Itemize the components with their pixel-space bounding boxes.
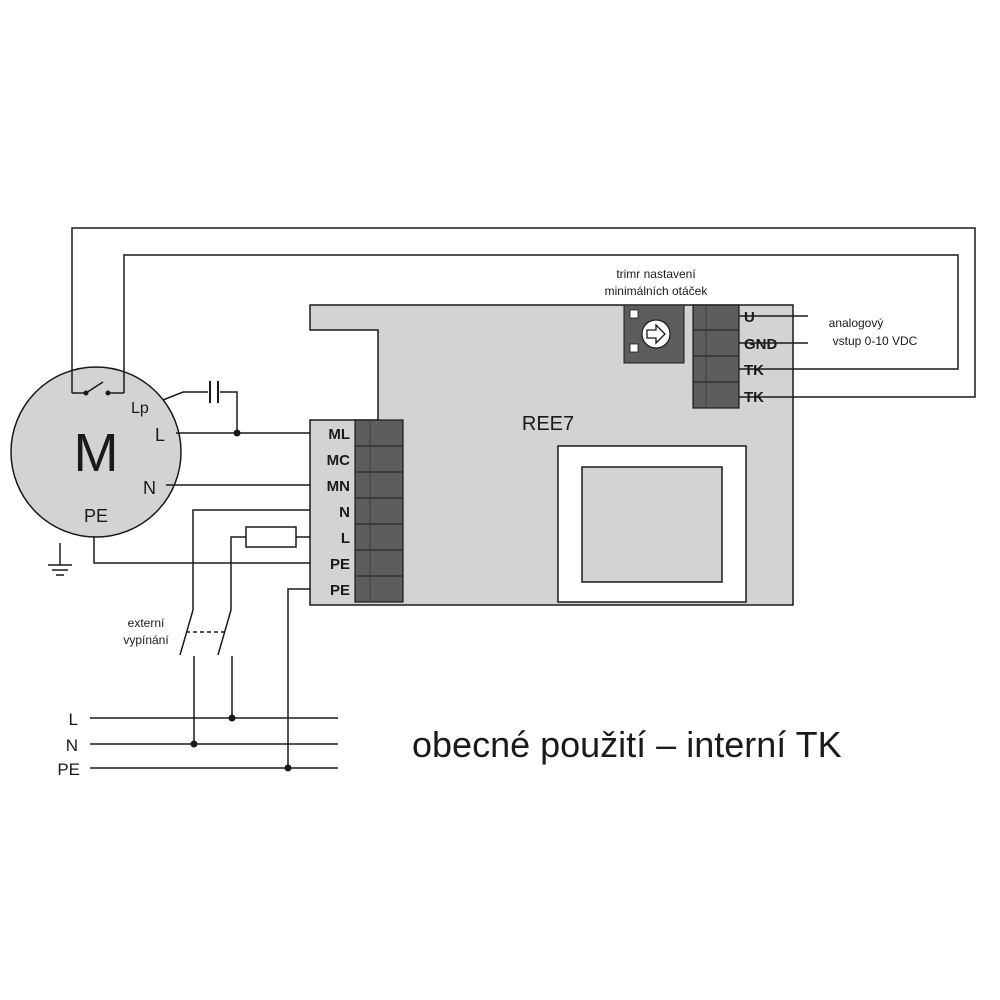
trimmer-label-line2: minimálních otáček [605,284,709,298]
supply-label-l: L [69,710,78,729]
analog-input-line1: analogový [829,316,884,330]
right-terminal-labels: U GND TK TK [744,309,778,406]
motor-housing [10,366,182,538]
external-switch-line2: vypínání [123,633,169,647]
transformer [557,445,747,603]
fuse [245,526,297,548]
motor-terminal-lp: Lp [131,400,149,417]
terminal-label-mn: MN [327,478,350,495]
motor-terminal-pe: PE [84,506,108,526]
wire-tk-outer [71,227,976,398]
external-switch-line1: externí [128,616,165,630]
wire-tk-inner [123,254,959,393]
trimmer-arrow-icon [646,323,666,345]
trimmer-label-line1: trimr nastavení [616,267,696,281]
supply-label-pe: PE [57,760,80,779]
terminal-label-n: N [339,504,350,521]
terminal-label-mc: MC [327,452,350,469]
left-terminal-labels: ML MC MN N L PE PE [327,426,350,599]
terminal-label-gnd: GND [744,336,778,353]
terminal-label-tk-2: TK [744,389,764,406]
terminal-label-tk-1: TK [744,362,764,379]
terminal-label-u: U [744,309,755,326]
terminal-label-pe-1: PE [330,556,350,573]
terminal-label-pe-2: PE [330,582,350,599]
earth-ground-icon [48,543,72,576]
terminal-label-l: L [341,530,350,547]
wire-board-pe [287,588,310,768]
diagram-caption: obecné použití – interní TK [412,724,842,765]
motor [10,366,182,538]
motor-terminal-n: N [143,478,156,498]
wire-board-n [192,509,310,610]
controller-name: REE7 [522,413,574,435]
terminal-label-ml: ML [328,426,350,443]
right-terminal-block [692,304,740,409]
left-terminal-block [354,419,404,603]
thermal-contact [72,381,124,396]
trimmer-potentiometer [623,304,685,364]
wire-motor-pe [93,536,310,564]
capacitor [162,381,238,433]
motor-symbol: M [74,423,119,483]
analog-input-line2: vstup 0-10 VDC [833,334,918,348]
motor-terminal-l: L [155,425,165,445]
supply-label-n: N [66,736,78,755]
